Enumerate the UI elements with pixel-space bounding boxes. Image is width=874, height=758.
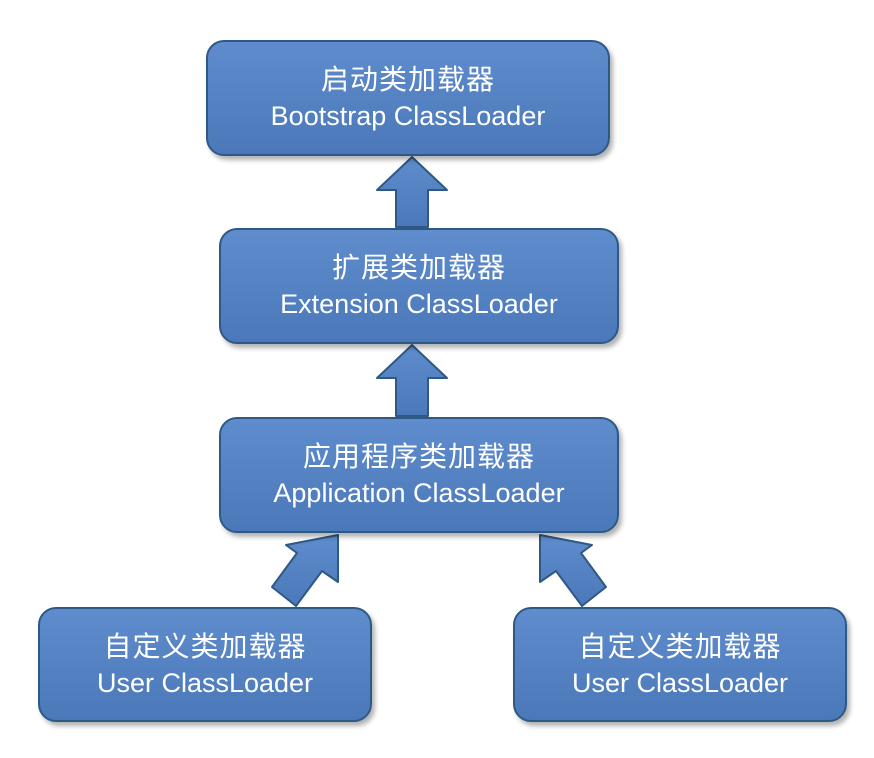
node-title-en: Application ClassLoader [273, 478, 565, 508]
node-title-en: User ClassLoader [96, 667, 314, 698]
arrow-extension-to-bootstrap [376, 156, 448, 228]
node-title-cn: 应用程序类加载器 [302, 440, 535, 473]
extension-classloader-node: 扩展类加载器 Extension ClassLoader [219, 228, 619, 344]
node-title-cn: 启动类加载器 [320, 63, 495, 96]
application-classloader-node: 应用程序类加载器 Application ClassLoader [219, 417, 619, 533]
node-title-cn: 扩展类加载器 [331, 251, 506, 284]
node-title-cn: 自定义类加载器 [103, 629, 307, 663]
node-title-en: Bootstrap ClassLoader [270, 101, 546, 131]
node-title-en: User ClassLoader [571, 667, 789, 698]
user-classloader-node-left: 自定义类加载器 User ClassLoader [38, 607, 372, 722]
arrow-user-left-to-application [271, 534, 339, 607]
bootstrap-classloader-node: 启动类加载器 Bootstrap ClassLoader [206, 40, 610, 156]
user-classloader-node-right: 自定义类加载器 User ClassLoader [513, 607, 847, 722]
node-title-en: Extension ClassLoader [280, 289, 558, 319]
arrow-user-right-to-application [539, 534, 607, 607]
node-title-cn: 自定义类加载器 [578, 629, 782, 663]
arrow-application-to-extension [376, 344, 448, 417]
